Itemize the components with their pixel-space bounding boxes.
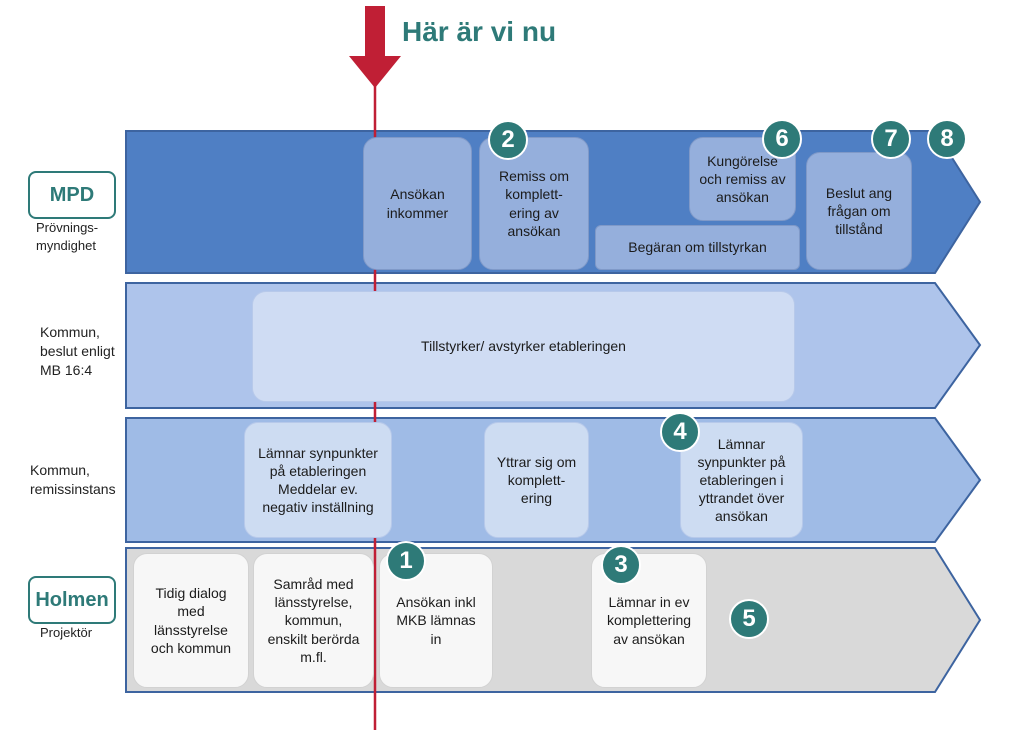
box-text: Yttrar sig om komplett- ering (496, 453, 577, 507)
mpd-lane-label: Prövnings- myndighet (36, 220, 99, 253)
step-badge-3: 3 (601, 545, 641, 585)
box-text: Lämnar synpunkter på etableringen i yttr… (697, 435, 786, 525)
remiss-box-lamnar-synpunkter: Lämnar synpunkter på etableringen Meddel… (244, 422, 392, 538)
mpd-box-beslut: Beslut ang frågan om tillstånd (806, 152, 912, 270)
box-text: Samråd med länsstyrelse, kommun, enskilt… (267, 576, 360, 665)
box-text: Tillstyrker/ avstyrker etableringen (421, 338, 626, 355)
remiss-box-yttrandet: Lämnar synpunkter på etableringen i yttr… (680, 422, 803, 538)
step-badge-6: 6 (762, 119, 802, 159)
mpd-box-begaran-tillstyrkan: Begäran om tillstyrkan (595, 225, 800, 270)
mpd-badge: MPD (28, 171, 116, 219)
box-text: Ansökan inkommer (386, 186, 449, 221)
current-position-label: Här är vi nu (402, 16, 557, 47)
box-text: Ansökan inkl MKB lämnas in (396, 594, 476, 647)
box-text: Beslut ang frågan om tillstånd (825, 184, 893, 238)
box-text: Kungörelse och remiss av ansökan (699, 152, 786, 206)
holmen-box-ansokan-lamnas: Ansökan inkl MKB lämnas in (379, 553, 493, 688)
kommun-beslut-lane-label: Kommun, beslut enligt MB 16:4 (40, 324, 115, 378)
kommun-box-tillstyrker: Tillstyrker/ avstyrker etableringen (252, 291, 795, 402)
box-text: Begäran om tillstyrkan (628, 239, 767, 256)
remiss-box-yttrar-sig: Yttrar sig om komplett- ering (484, 422, 589, 538)
holmen-box-tidig-dialog: Tidig dialog med länsstyrelse och kommun (133, 553, 249, 688)
step-badge-8: 8 (927, 119, 967, 159)
holmen-lane-label: Projektör (40, 625, 93, 640)
step-badge-7: 7 (871, 119, 911, 159)
step-badge-5: 5 (729, 599, 769, 639)
holmen-badge: Holmen (28, 576, 116, 624)
holmen-box-komplettering: Lämnar in ev komplettering av ansökan (591, 553, 707, 688)
step-badge-2: 2 (488, 120, 528, 160)
mpd-box-remiss: Remiss om komplett- ering av ansökan (479, 137, 589, 270)
box-text: Lämnar in ev komplettering av ansökan (606, 594, 692, 647)
current-position-arrow-icon (349, 6, 401, 88)
box-text: Lämnar synpunkter på etableringen Meddel… (258, 444, 378, 516)
kommun-remiss-lane-label: Kommun, remissinstans (30, 462, 116, 497)
holmen-box-samrad: Samråd med länsstyrelse, kommun, enskilt… (253, 553, 374, 688)
box-text: Tidig dialog med länsstyrelse och kommun (150, 585, 232, 656)
step-badge-1: 1 (386, 541, 426, 581)
step-badge-4: 4 (660, 412, 700, 452)
box-text: Remiss om komplett- ering av ansökan (498, 168, 569, 239)
mpd-box-ansokan-inkommer: Ansökan inkommer (363, 137, 472, 270)
